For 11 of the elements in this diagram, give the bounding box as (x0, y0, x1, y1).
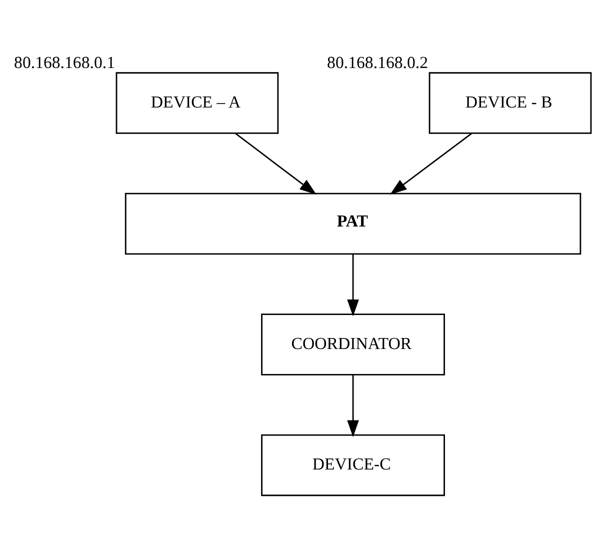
node-box: DEVICE-C (261, 434, 445, 496)
node-box: PAT (124, 192, 582, 255)
node-box: DEVICE - B (428, 72, 592, 134)
node-box: COORDINATOR (261, 314, 445, 376)
node-label: 80.168.168.0.1 (14, 53, 116, 72)
node-label: 80.168.168.0.2 (327, 53, 428, 72)
arrow (390, 132, 472, 195)
arrow (347, 254, 359, 316)
arrow (234, 132, 316, 195)
node-box: DEVICE – A (116, 72, 279, 134)
arrow (347, 375, 359, 438)
